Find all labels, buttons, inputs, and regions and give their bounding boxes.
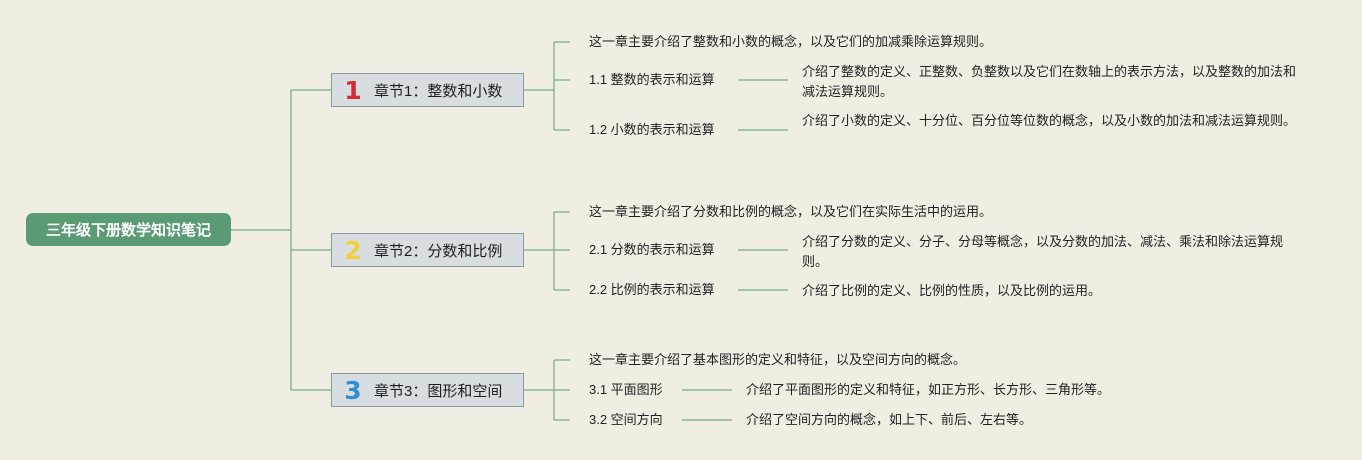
chapter-title-2: 章节2：分数和比例 (374, 242, 503, 260)
section-2-1-label[interactable]: 2.1 分数的表示和运算 (589, 242, 715, 257)
chapter-3-summary[interactable]: 这一章主要介绍了基本图形的定义和特征，以及空间方向的概念。 (589, 352, 967, 367)
chapter-title-1: 章节1：整数和小数 (374, 82, 503, 100)
chapter-title-3: 章节3：图形和空间 (374, 382, 503, 400)
section-3-1-label[interactable]: 3.1 平面图形 (589, 382, 663, 397)
section-2-2-desc[interactable]: 介绍了比例的定义、比例的性质，以及比例的运用。 (802, 283, 1102, 298)
section-1-1-label[interactable]: 1.1 整数的表示和运算 (589, 72, 715, 87)
chapter-topic-2[interactable]: 2 章节2：分数和比例 (331, 233, 524, 267)
chapter-topic-1[interactable]: 1 章节1：整数和小数 (331, 73, 524, 107)
section-3-2-desc[interactable]: 介绍了空间方向的概念，如上下、前后、左右等。 (746, 412, 1033, 427)
section-2-2-label[interactable]: 2.2 比例的表示和运算 (589, 282, 715, 297)
section-1-1-desc[interactable]: 介绍了整数的定义、正整数、负整数以及它们在数轴上的表示方法，以及整数的加法和减法… (802, 64, 1297, 99)
section-3-1-desc[interactable]: 介绍了平面图形的定义和特征，如正方形、长方形、三角形等。 (746, 382, 1111, 397)
chapter-2-summary[interactable]: 这一章主要介绍了分数和比例的概念，以及它们在实际生活中的运用。 (589, 204, 993, 219)
chapter-number-3-icon: 3 (344, 375, 362, 405)
root-topic[interactable]: 三年级下册数学知识笔记 (26, 213, 231, 246)
chapter-number-2-icon: 2 (344, 235, 362, 265)
chapter-number-1-icon: 1 (344, 75, 362, 105)
section-2-1-desc[interactable]: 介绍了分数的定义、分子、分母等概念，以及分数的加法、减法、乘法和除法运算规则。 (802, 234, 1284, 269)
section-1-2-label[interactable]: 1.2 小数的表示和运算 (589, 122, 715, 137)
section-1-2-desc[interactable]: 介绍了小数的定义、十分位、百分位等位数的概念，以及小数的加法和减法运算规则。 (802, 113, 1297, 128)
chapter-1-summary[interactable]: 这一章主要介绍了整数和小数的概念，以及它们的加减乘除运算规则。 (589, 34, 993, 49)
root-title: 三年级下册数学知识笔记 (45, 222, 211, 239)
section-3-2-label[interactable]: 3.2 空间方向 (589, 412, 663, 427)
chapter-topic-3[interactable]: 3 章节3：图形和空间 (331, 373, 524, 407)
